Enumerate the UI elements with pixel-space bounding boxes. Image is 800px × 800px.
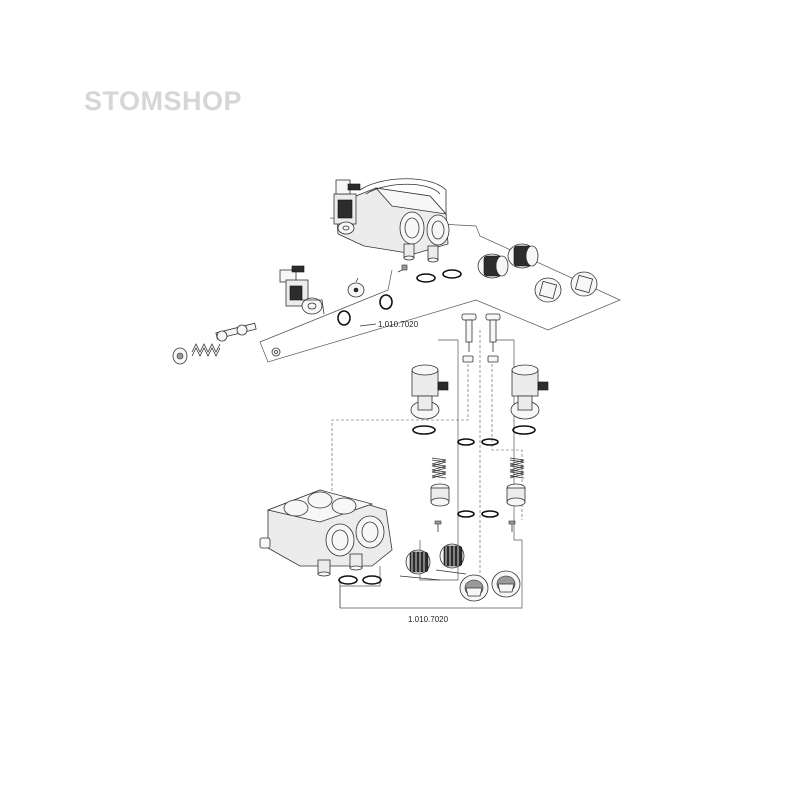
lower-small-cap-2 <box>487 355 499 363</box>
lower-valve-housing-left <box>410 364 449 420</box>
stomshop-watermark: STOMSHOP <box>84 86 242 116</box>
upper-filter-cartridge-2 <box>507 243 539 269</box>
lower-o-ring-5 <box>457 510 475 518</box>
lower-o-ring-1 <box>412 425 436 435</box>
upper-cap-1 <box>534 277 562 303</box>
upper-solenoid-valve <box>333 179 361 235</box>
lower-valve-housing-right <box>510 364 549 420</box>
upper-o-ring-1 <box>416 273 436 283</box>
lower-screw-2 <box>485 313 501 352</box>
lower-tiny-screw-1 <box>434 520 442 532</box>
lower-filter-cartridge-2 <box>435 543 467 575</box>
upper-o-ring-4 <box>379 294 393 310</box>
lower-dash-left <box>331 364 469 500</box>
upper-assembly: 1.010.7020 <box>172 178 621 365</box>
lower-o-ring-8 <box>362 575 382 585</box>
lower-filter-cartridge-1 <box>399 549 441 581</box>
lower-small-cap-1 <box>462 355 474 363</box>
lower-cap-2 <box>491 570 521 598</box>
lower-cap-1 <box>459 574 489 602</box>
upper-small-screw <box>397 264 408 273</box>
lower-valve-block <box>259 489 393 577</box>
lower-o-ring-4 <box>481 438 499 446</box>
upper-nut <box>172 347 188 365</box>
lower-o-ring-2 <box>512 425 536 435</box>
upper-filter-cartridge-1 <box>477 253 509 279</box>
lower-assembly-frame-bottom <box>339 566 381 608</box>
upper-part-number: 1.010.7020 <box>378 320 419 329</box>
upper-spring <box>191 343 221 357</box>
upper-diaphragm <box>347 277 365 298</box>
upper-valve-block <box>335 178 450 263</box>
upper-assembly-frame <box>259 217 621 363</box>
upper-cap-2 <box>570 271 598 297</box>
lower-screw-1 <box>461 313 477 352</box>
upper-washer <box>271 347 281 357</box>
lower-part-number: 1.010.7020 <box>408 615 449 624</box>
upper-left-solenoid <box>279 265 325 315</box>
lower-o-ring-3 <box>457 438 475 446</box>
upper-pin-rod <box>215 322 257 342</box>
lower-tiny-screw-2 <box>508 520 516 532</box>
upper-o-ring-3 <box>337 310 351 326</box>
lower-plunger-right <box>506 483 526 507</box>
upper-o-ring-2 <box>442 269 462 279</box>
lower-o-ring-7 <box>338 575 358 585</box>
lower-assembly: 1.010.7020 <box>259 313 549 624</box>
lower-o-ring-6 <box>481 510 499 518</box>
lower-spring-right <box>509 457 525 479</box>
lower-plunger-left <box>430 483 450 507</box>
lower-spring-left <box>431 457 447 479</box>
upper-label-leader <box>359 323 377 327</box>
